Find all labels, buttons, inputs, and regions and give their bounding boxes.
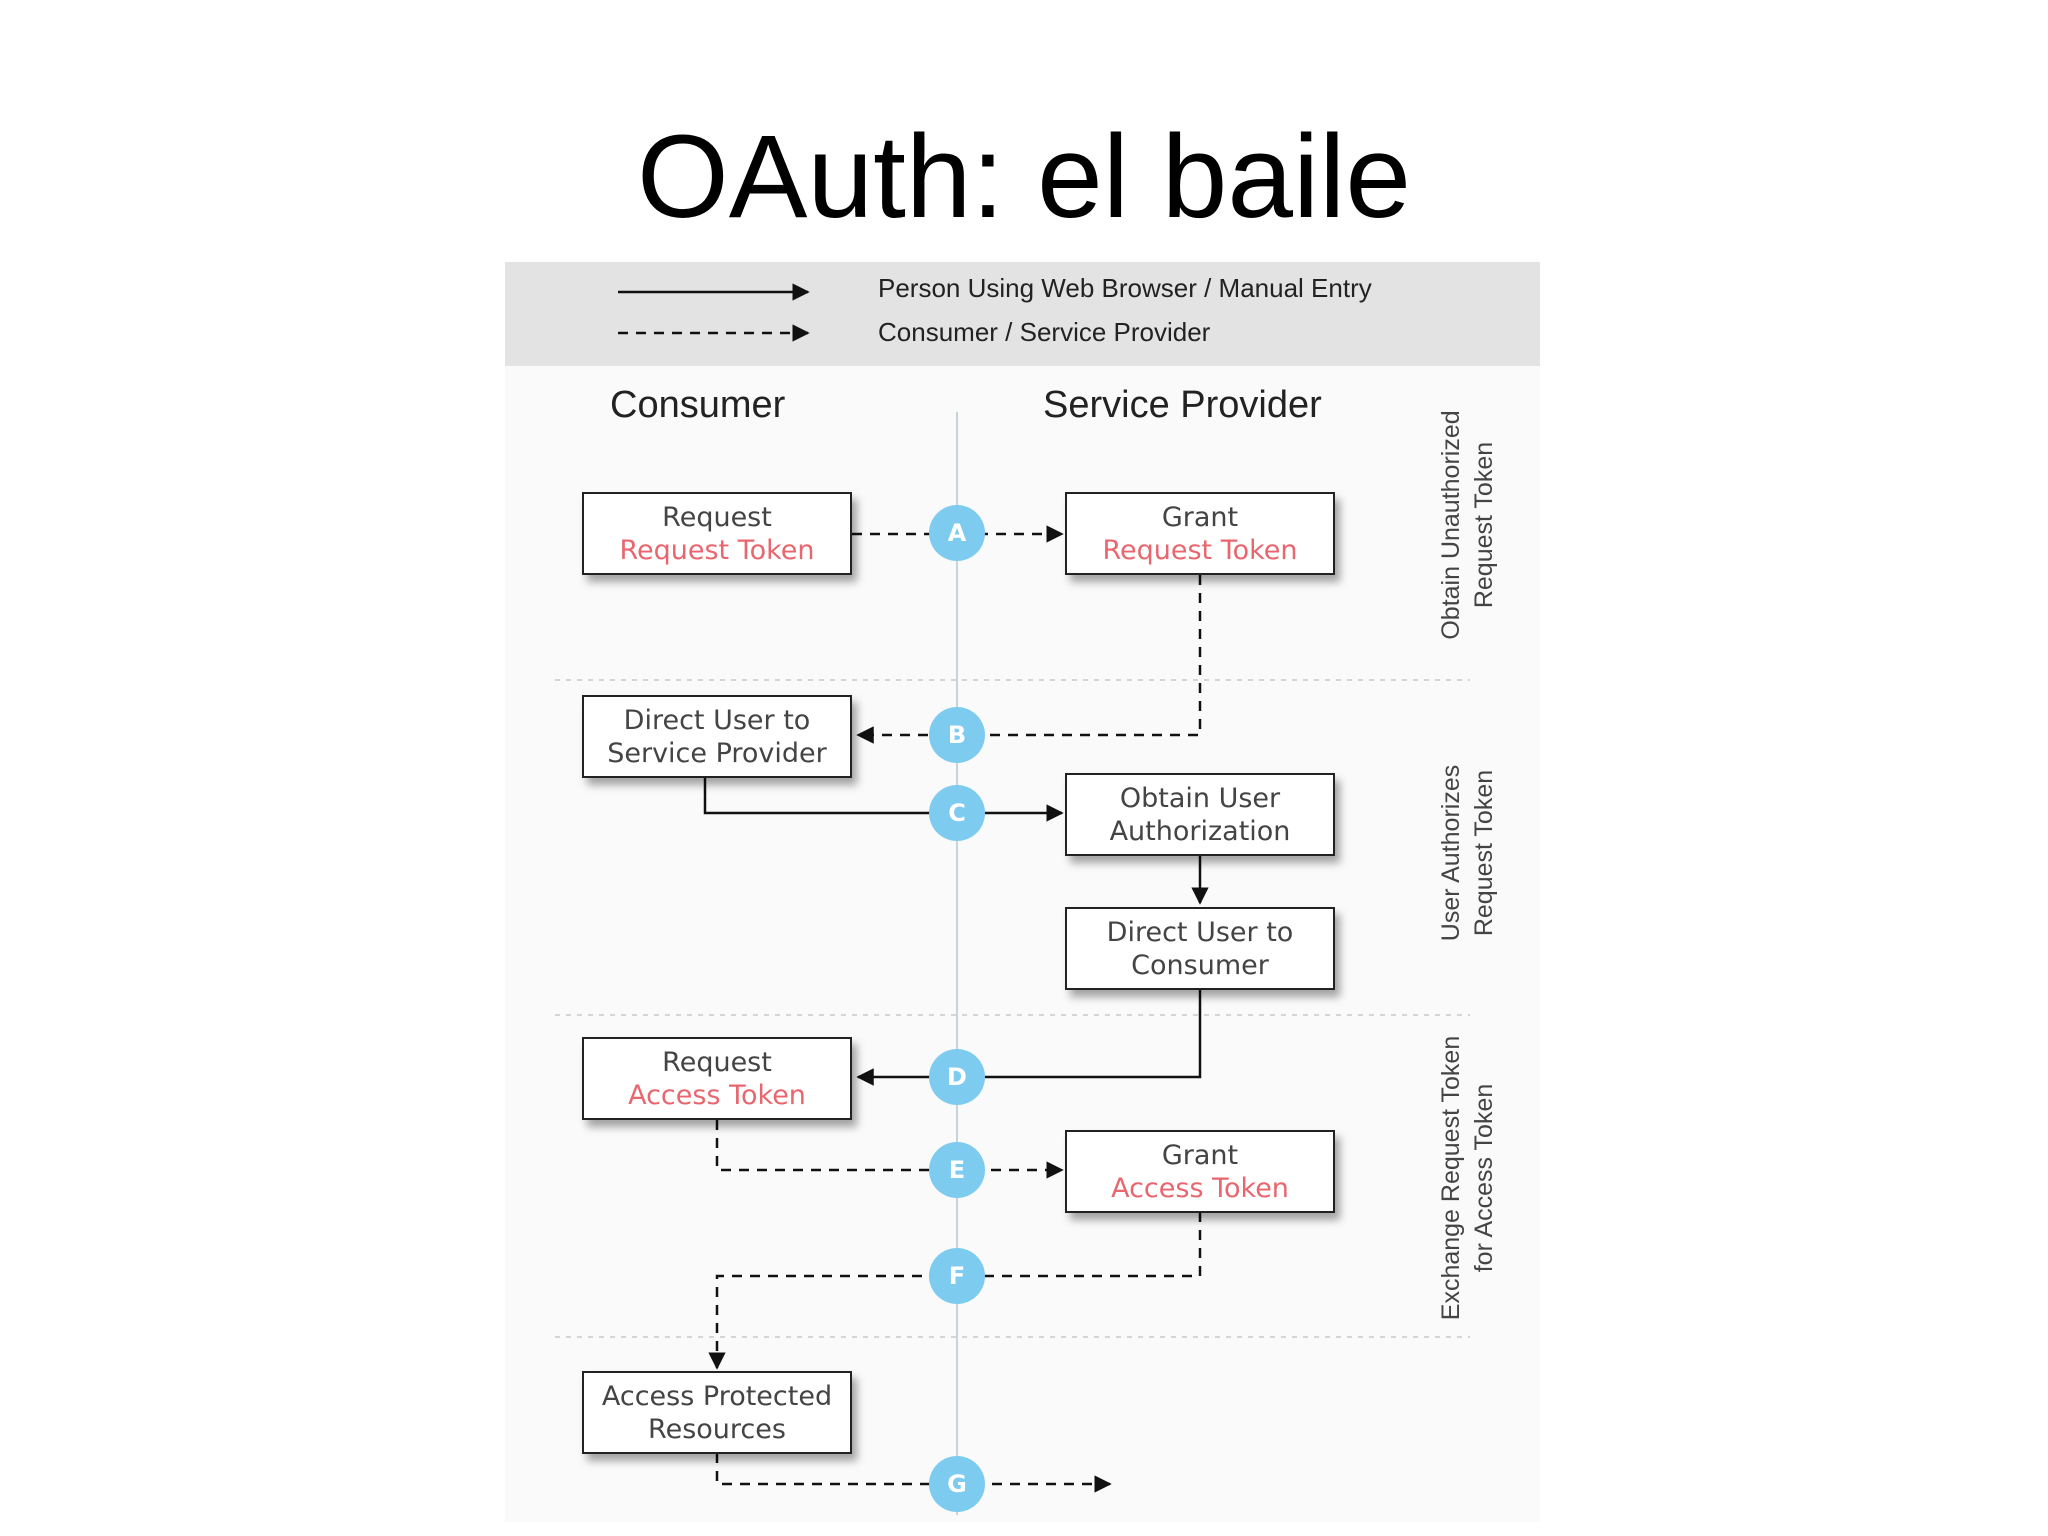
box-line1: Grant [1161,1139,1239,1171]
phase-label-line2: Request Token [1470,441,1498,609]
box-line1: Direct User to [623,704,811,736]
step-f-badge: F [929,1248,985,1304]
box-line2: Authorization [1109,815,1291,847]
phase-label-line2: Request Token [1470,769,1498,937]
direct-user-to-sp-box: Direct User to Service Provider [582,695,852,778]
box-line2: Access Token [1111,1172,1289,1204]
legend-band [505,262,1540,366]
phase-label-line1: Exchange Request Token [1437,1035,1465,1321]
legend-dashed-label: Consumer / Service Provider [878,317,1211,347]
obtain-user-auth-box: Obtain User Authorization [1065,773,1335,856]
box-line1: Access Protected [601,1380,833,1412]
step-b-badge: B [929,707,985,763]
request-request-token-box: Request Request Token [582,492,852,575]
step-e-badge: E [929,1142,985,1198]
box-line1: Direct User to [1106,916,1294,948]
grant-request-token-box: Grant Request Token [1065,492,1335,575]
phase-label-line1: Obtain Unauthorized [1437,410,1465,640]
box-line2: Resources [648,1413,786,1445]
phase-label-obtain: Obtain Unauthorized Request Token [1435,355,1505,695]
phase-label-line1: User Authorizes [1437,764,1465,942]
box-line2: Access Token [628,1079,806,1111]
phase-label-authorize: User Authorizes Request Token [1435,683,1505,1023]
box-line1: Request [662,501,772,533]
grant-access-token-box: Grant Access Token [1065,1130,1335,1213]
box-line1: Obtain User [1119,782,1281,814]
provider-column-header: Service Provider [1043,384,1322,426]
consumer-column-header: Consumer [610,384,786,426]
diagram-background [505,262,1540,1522]
access-protected-resources-box: Access Protected Resources [582,1371,852,1454]
step-d-badge: D [929,1049,985,1105]
request-access-token-box: Request Access Token [582,1037,852,1120]
step-a-badge: A [929,505,985,561]
legend-solid-label: Person Using Web Browser / Manual Entry [878,273,1372,303]
box-line2: Consumer [1131,949,1269,981]
slide-title: OAuth: el baile [636,111,1412,243]
step-g-badge: G [929,1456,985,1512]
step-c-badge: C [929,785,985,841]
phase-label-line2: for Access Token [1470,1083,1498,1273]
box-line1: Request [662,1046,772,1078]
phase-label-exchange: Exchange Request Token for Access Token [1435,978,1505,1378]
direct-user-to-consumer-box: Direct User to Consumer [1065,907,1335,990]
box-line2: Request Token [619,534,815,566]
box-line2: Service Provider [607,737,827,769]
box-line2: Request Token [1102,534,1298,566]
box-line1: Grant [1161,501,1239,533]
